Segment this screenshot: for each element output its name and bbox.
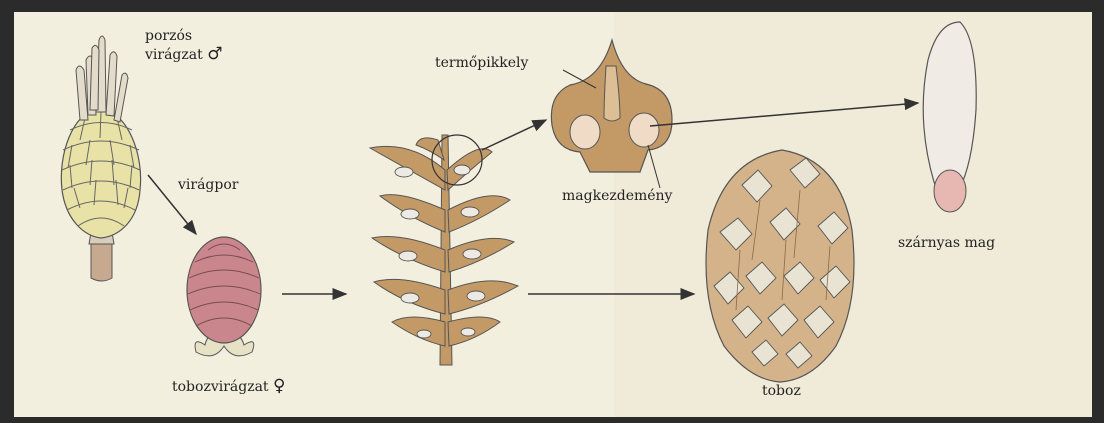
pollen-label: virágpor <box>178 177 238 194</box>
ovule-label: magkezdemény <box>562 188 672 205</box>
seed-scale-illustration <box>551 40 672 172</box>
arrow-to-winged-seed <box>650 103 918 126</box>
female-inflorescence-name: tobozvirágzat <box>172 379 269 395</box>
female-cone-illustration <box>187 237 261 356</box>
mature-cone-illustration <box>706 150 854 382</box>
ovule-pointer <box>648 145 660 188</box>
male-symbol: ♂ <box>207 44 222 64</box>
cone-label: toboz <box>762 383 801 400</box>
male-inflorescence-label: virágzat ♂ <box>145 46 222 64</box>
winged-seed-label: szárnyas mag <box>898 235 995 252</box>
seed-scale-label: termőpikkely <box>435 55 528 72</box>
male-cone-illustration <box>61 36 140 281</box>
cone-section-illustration <box>370 135 518 365</box>
arrow-to-seed-scale <box>482 120 546 150</box>
male-inflorescence-label-line1: porzós <box>145 28 192 45</box>
male-inflorescence-label-line2: virágzat <box>145 47 203 63</box>
female-symbol: ♀ <box>273 376 285 396</box>
winged-seed-illustration <box>923 22 976 212</box>
female-inflorescence-label: tobozvirágzat ♀ <box>172 378 285 396</box>
